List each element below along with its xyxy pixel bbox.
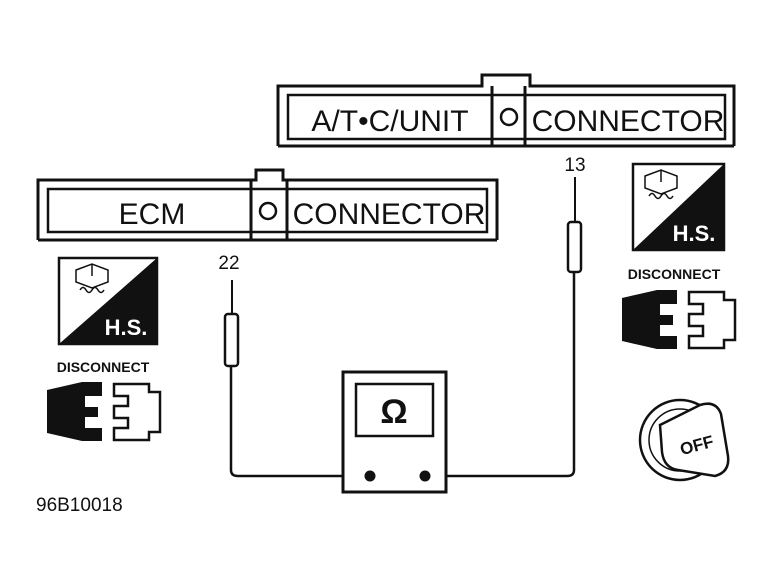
- ohmmeter: Ω: [341, 370, 448, 494]
- ecm-pin-number: 22: [218, 253, 239, 274]
- atc-connector: A/T•C/UNIT CONNECTOR: [276, 73, 736, 148]
- ecm-connector: ECM CONNECTOR: [36, 168, 499, 242]
- atc-connector-type: CONNECTOR: [532, 105, 725, 138]
- ecm-connector-latch-icon: [258, 201, 278, 221]
- probe-lead-left: [223, 280, 370, 478]
- harness-connector-icon: [644, 169, 678, 200]
- hs-label-left: H.S.: [105, 315, 148, 340]
- ecm-connector-type: CONNECTOR: [293, 198, 486, 231]
- disconnect-icon-left: [47, 382, 162, 442]
- meter-terminal-negative: [364, 470, 376, 482]
- atc-connector-label: A/T•C/UNIT: [311, 105, 468, 138]
- figure-code: 96B10018: [36, 495, 123, 516]
- ecm-connector-label: ECM: [119, 198, 186, 231]
- meter-terminal-positive: [419, 470, 431, 482]
- hs-label-right: H.S.: [673, 221, 716, 246]
- disconnect-icon-right: [622, 290, 737, 350]
- atc-connector-latch-icon: [499, 107, 519, 127]
- disconnect-label-right: DISCONNECT: [628, 266, 721, 282]
- ohm-symbol: Ω: [380, 393, 407, 431]
- harness-side-badge-right: H.S.: [631, 162, 726, 252]
- ignition-key-off-icon: OFF: [638, 398, 730, 482]
- harness-connector-icon: [75, 263, 109, 294]
- disconnect-label-left: DISCONNECT: [57, 359, 150, 375]
- atc-pin-number: 13: [564, 155, 585, 176]
- probe-lead-right: [425, 177, 583, 478]
- harness-side-badge-left: H.S.: [57, 256, 159, 346]
